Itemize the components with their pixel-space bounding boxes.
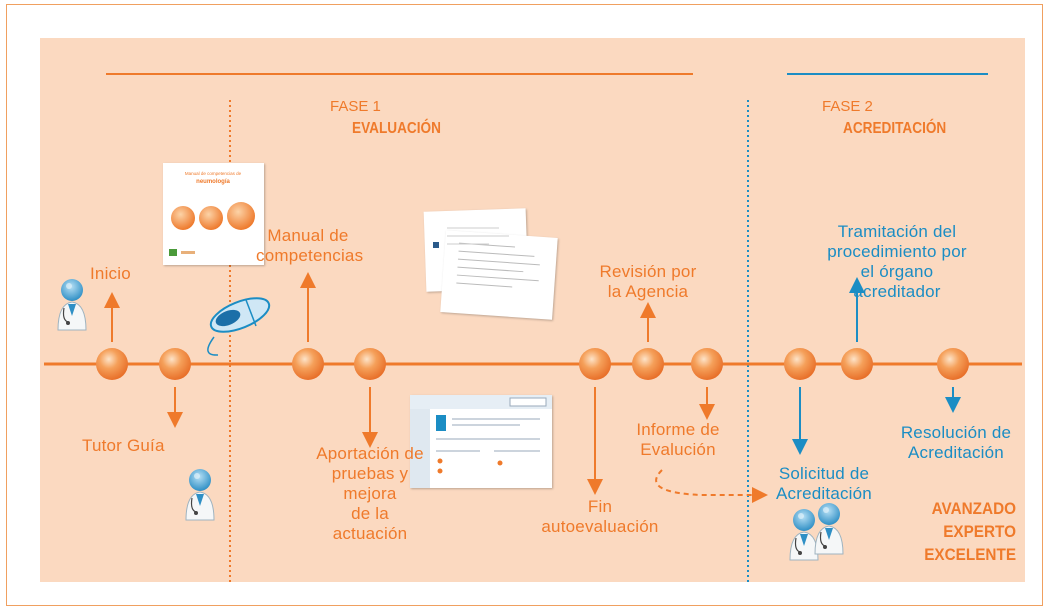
phase2-title: ACREDITACIÓN	[843, 120, 947, 137]
accreditation-levels: AVANZADO EXPERTO EXCELENTE	[924, 497, 1016, 566]
phase1-title: EVALUACIÓN	[352, 120, 441, 137]
doctor-icon	[789, 508, 819, 561]
step-tutor-guia: Tutor Guía	[82, 436, 165, 455]
timeline-node	[354, 348, 386, 380]
report-thumbnail	[423, 208, 558, 320]
timeline-node	[691, 348, 723, 380]
outer-frame	[6, 4, 1043, 606]
manual-cover-title: Manual de competencias de	[185, 171, 242, 176]
timeline-node	[841, 348, 873, 380]
timeline-node	[784, 348, 816, 380]
mouse-icon	[207, 297, 271, 356]
phase2-label: FASE 2	[822, 98, 873, 115]
level-excelente: EXCELENTE	[924, 545, 1016, 564]
web-app-thumbnail	[410, 395, 552, 488]
timeline-node	[96, 348, 128, 380]
timeline-node	[937, 348, 969, 380]
dashed-arrow-to-solicitud	[655, 469, 768, 503]
manual-cover-subtitle: neumología	[196, 179, 230, 185]
timeline-node	[292, 348, 324, 380]
doctor-icon	[57, 278, 87, 331]
step-inicio: Inicio	[90, 264, 131, 283]
level-experto: EXPERTO	[943, 522, 1016, 541]
doctor-icon	[185, 468, 215, 521]
timeline-node	[579, 348, 611, 380]
timeline-node	[159, 348, 191, 380]
timeline-node	[632, 348, 664, 380]
phase1-label: FASE 1	[330, 98, 381, 115]
level-avanzado: AVANZADO	[931, 499, 1016, 518]
doctor-icon	[814, 502, 844, 555]
manual-thumbnail: Manual de competencias de neumología	[163, 163, 264, 265]
